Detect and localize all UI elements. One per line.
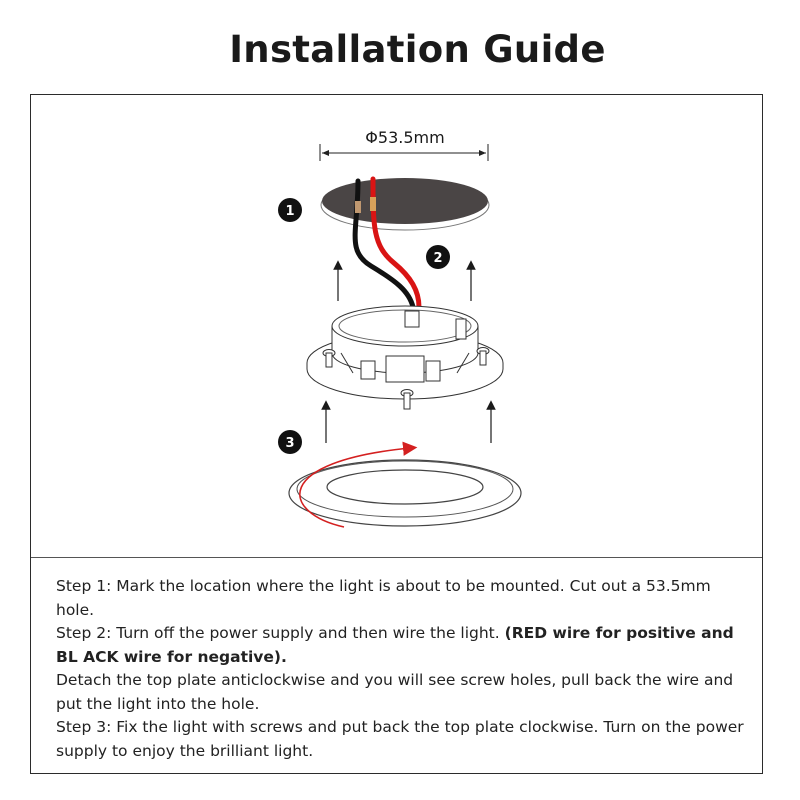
wires (352, 176, 422, 310)
guide-frame: Φ53.5mm 1 2 3 (30, 94, 763, 774)
dimension-indicator: Φ53.5mm (319, 128, 489, 161)
svg-text:2: 2 (433, 251, 442, 266)
screw-right (476, 347, 490, 366)
installation-diagram: Φ53.5mm 1 2 3 (278, 128, 522, 528)
step-1-text: Step 1: Mark the location where the ligh… (56, 577, 711, 619)
step-marker-2: 2 (426, 245, 450, 269)
step-3-text: Step 3: Fix the light with screws and pu… (56, 718, 744, 760)
page-title: Installation Guide (229, 28, 606, 71)
screw-left (322, 349, 336, 368)
light-fixture (306, 305, 504, 410)
screw-center (400, 389, 414, 410)
step-2-text: Step 2: Turn off the power supply and th… (56, 622, 746, 669)
wire-polarity-note: (RED wire for positive and BL ACK wire f… (56, 624, 734, 666)
ceiling-hole-disc (320, 178, 490, 231)
red-wire (370, 176, 422, 310)
step-marker-3: 3 (278, 430, 302, 454)
top-plate-ring (288, 459, 522, 527)
dimension-label: Φ53.5mm (365, 128, 444, 147)
step-marker-1: 1 (278, 198, 302, 222)
upward-arrows (321, 260, 496, 443)
svg-text:1: 1 (285, 204, 294, 219)
section-divider (31, 557, 762, 558)
svg-text:3: 3 (285, 436, 294, 451)
step-2-prefix: Step 2: Turn off the power supply and th… (56, 624, 505, 642)
instruction-steps: Step 1: Mark the location where the ligh… (56, 575, 746, 763)
black-wire (352, 178, 416, 310)
step-2-detail: Detach the top plate anticlockwise and y… (56, 671, 734, 713)
rotation-arrow (299, 441, 418, 528)
